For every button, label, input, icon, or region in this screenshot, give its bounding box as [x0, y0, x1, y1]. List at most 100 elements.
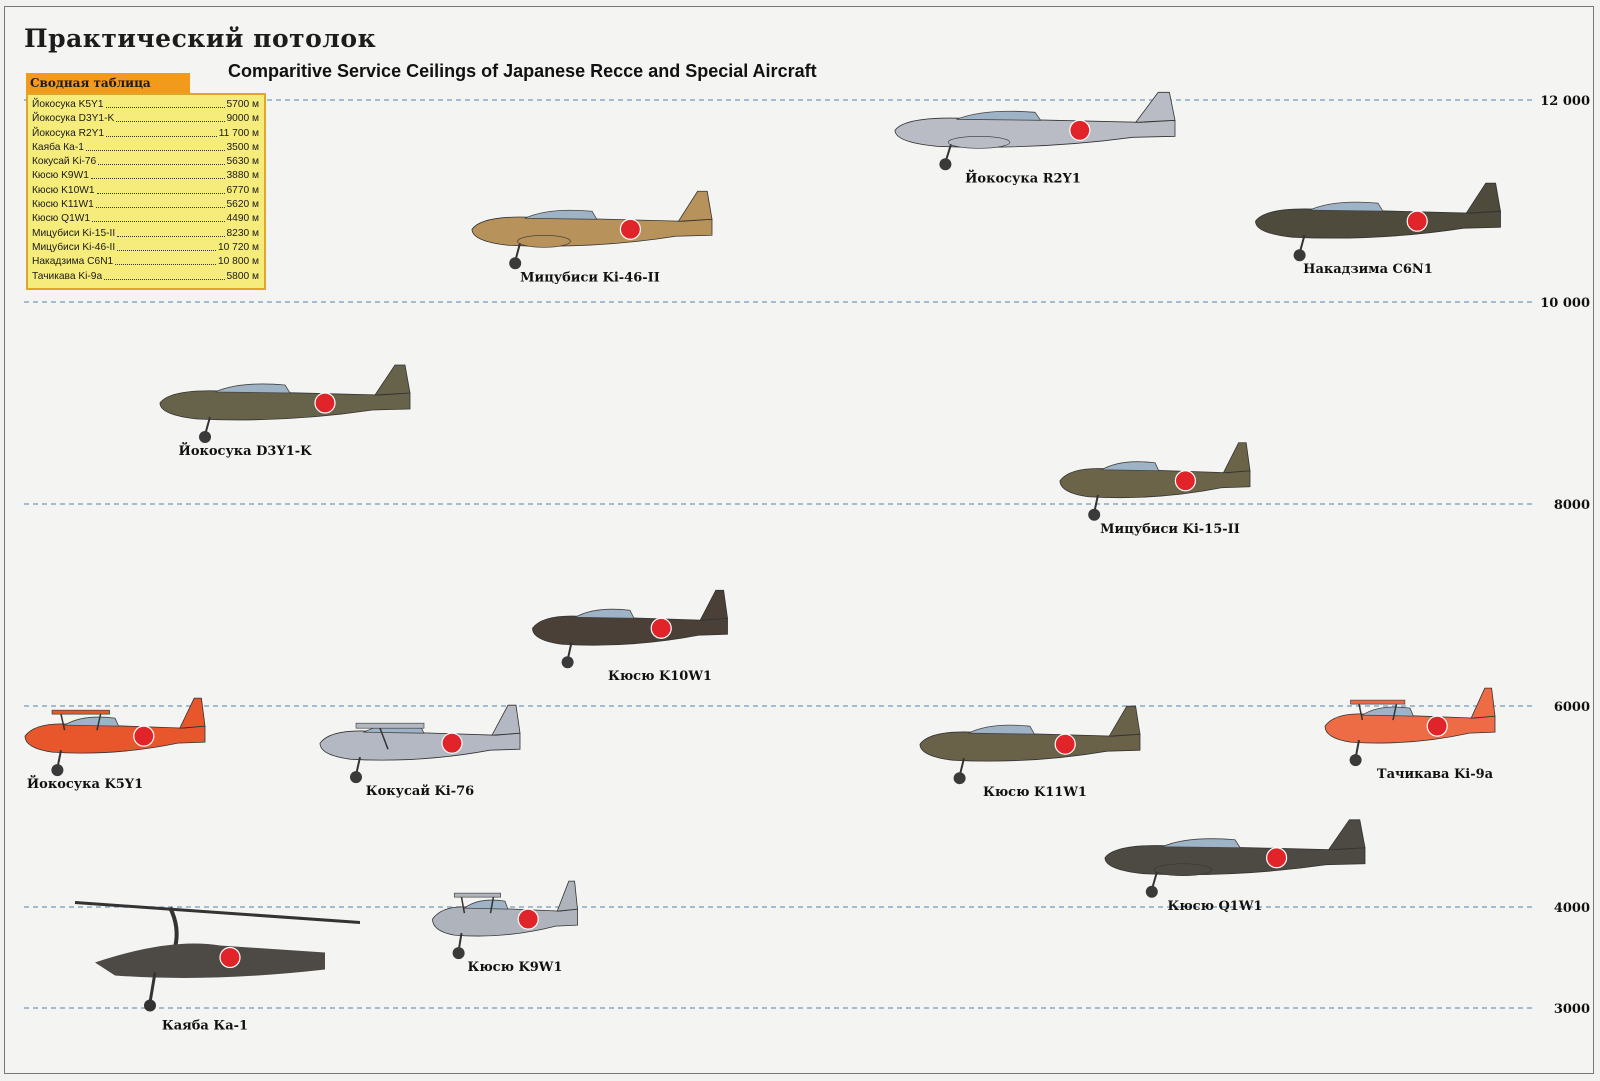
aircraft-label: Кюсю K9W1: [468, 960, 563, 975]
summary-row-value: 10 720 м: [218, 241, 259, 253]
ceiling-point: [1406, 210, 1428, 232]
aircraft-mark: [894, 91, 1176, 171]
aircraft-mark: [471, 190, 713, 270]
summary-row: Каяба Ка-1 3500 м: [32, 141, 259, 155]
summary-row: Кюсю K9W1 3880 м: [32, 169, 259, 183]
summary-row-value: 5620 м: [226, 199, 260, 211]
summary-row-leader: [117, 241, 216, 251]
aircraft-label: Кюсю Q1W1: [1168, 899, 1263, 914]
summary-row: Тачикава Ki-9a 5800 м: [32, 270, 259, 284]
summary-row-name: Кюсю K9W1: [32, 170, 89, 182]
summary-row-value: 5700 м: [226, 99, 260, 110]
summary-row-name: Йокосука R2Y1: [32, 127, 105, 139]
summary-row-name: Кюсю Q1W1: [32, 213, 91, 225]
summary-row-name: Накадзима C6N1: [32, 256, 114, 268]
chart-subtitle: Comparitive Service Ceilings of Japanese…: [228, 61, 817, 81]
aircraft-label: Йокосука R2Y1: [965, 169, 1081, 186]
ceiling-point: [517, 908, 539, 930]
aircraft-mark: [74, 901, 361, 1012]
summary-row-leader: [92, 212, 225, 223]
aircraft-mark: [919, 705, 1141, 785]
summary-row-leader: [85, 141, 225, 151]
summary-row-leader: [116, 112, 225, 123]
ceiling-point: [441, 732, 463, 754]
y-tick-label: 8000: [1554, 498, 1590, 513]
aircraft-mark: [1324, 687, 1496, 767]
y-tick-label: 4000: [1554, 901, 1590, 916]
aircraft-mark: [159, 364, 411, 443]
summary-row-value: 10 800 м: [218, 256, 259, 268]
aircraft-mark: [24, 697, 206, 777]
summary-row-leader: [95, 198, 225, 209]
chart-frame: [4, 6, 1594, 1074]
aircraft-label: Йокосука D3Y1-K: [179, 442, 313, 459]
summary-table-title: Сводная таблица: [26, 73, 190, 93]
aircraft-mark: [1059, 442, 1251, 521]
ceiling-point: [619, 218, 642, 240]
summary-row-value: 5630 м: [226, 156, 260, 168]
summary-row-name: Кюсю K10W1: [32, 184, 95, 196]
ceiling-point: [650, 617, 672, 639]
ceiling-point: [133, 725, 155, 747]
aircraft-label: Мицубиси Ki-46-II: [520, 270, 660, 285]
summary-row-value: 3880 м: [226, 170, 260, 182]
summary-row-leader: [104, 270, 225, 280]
summary-row-leader: [98, 155, 225, 166]
y-tick-label: 12 000: [1540, 94, 1590, 109]
y-tick-label: 10 000: [1540, 296, 1590, 311]
aircraft-mark: [1255, 182, 1501, 262]
summary-row: Мицубиси Ki-15-II 8230 м: [32, 227, 259, 241]
summary-row-name: Йокосука K5Y1: [32, 99, 104, 110]
summary-row: Кюсю Q1W1 4490 м: [32, 212, 259, 226]
summary-row: Йокосука D3Y1-K 9000 м: [32, 112, 259, 126]
aircraft-label: Йокосука K5Y1: [27, 775, 143, 792]
summary-row: Накадзима C6N1 10 800 м: [32, 255, 259, 269]
aircraft-label: Кюсю K11W1: [983, 785, 1087, 800]
summary-row-name: Тачикава Ki-9a: [32, 270, 103, 282]
summary-row-leader: [96, 184, 225, 194]
ceiling-point: [1069, 119, 1091, 141]
aircraft-mark: [532, 589, 728, 669]
aircraft-label: Накадзима C6N1: [1303, 262, 1433, 277]
ceiling-point: [219, 946, 241, 969]
summary-row-leader: [106, 127, 217, 137]
ceiling-point: [1265, 847, 1288, 869]
summary-row: Йокосука K5Y1 5700 м: [32, 98, 259, 112]
aircraft-label: Каяба Ка-1: [162, 1019, 248, 1034]
summary-row: Мицубиси Ki-46-II 10 720 м: [32, 241, 259, 255]
summary-row-leader: [90, 169, 225, 180]
aircraft-label: Тачикава Ki-9a: [1377, 767, 1494, 782]
ceiling-point: [1426, 715, 1448, 737]
y-tick-label: 6000: [1554, 700, 1590, 715]
aircraft-label: Кюсю K10W1: [608, 669, 712, 684]
summary-row-name: Мицубиси Ki-46-II: [32, 241, 116, 253]
summary-row-value: 4490 м: [226, 213, 260, 225]
aircraft-label: Мицубиси Ki-15-II: [1100, 522, 1240, 537]
summary-table-body: Йокосука K5Y1 5700 м Йокосука D3Y1-K 9000 м…: [26, 93, 266, 290]
summary-row-value: 3500 м: [226, 141, 260, 153]
summary-row-leader: [115, 255, 216, 266]
summary-row: Кюсю K11W1 5620 м: [32, 198, 259, 212]
aircraft-mark: [1104, 819, 1366, 898]
page-heading: Практический потолок: [24, 24, 377, 53]
summary-row-leader: [105, 98, 225, 108]
summary-row-name: Кюсю K11W1: [32, 199, 94, 211]
summary-row-value: 8230 м: [226, 227, 260, 239]
summary-row-leader: [117, 227, 225, 237]
y-tick-label: 3000: [1554, 1002, 1590, 1017]
aircraft-mark: [432, 880, 578, 960]
aircraft-label: Кокусай Ki-76: [366, 784, 474, 799]
summary-row: Кокусай Ki-76 5630 м: [32, 155, 259, 169]
summary-row-name: Йокосука D3Y1-K: [32, 113, 115, 125]
summary-row-value: 5800 м: [226, 270, 260, 282]
summary-row-value: 9000 м: [226, 113, 260, 125]
aircraft-mark: [319, 704, 521, 784]
ceiling-point: [314, 392, 336, 414]
summary-row-name: Каяба Ка-1: [32, 141, 84, 153]
summary-row-name: Кокусай Ki-76: [32, 156, 97, 168]
summary-row-name: Мицубиси Ki-15-II: [32, 227, 116, 239]
